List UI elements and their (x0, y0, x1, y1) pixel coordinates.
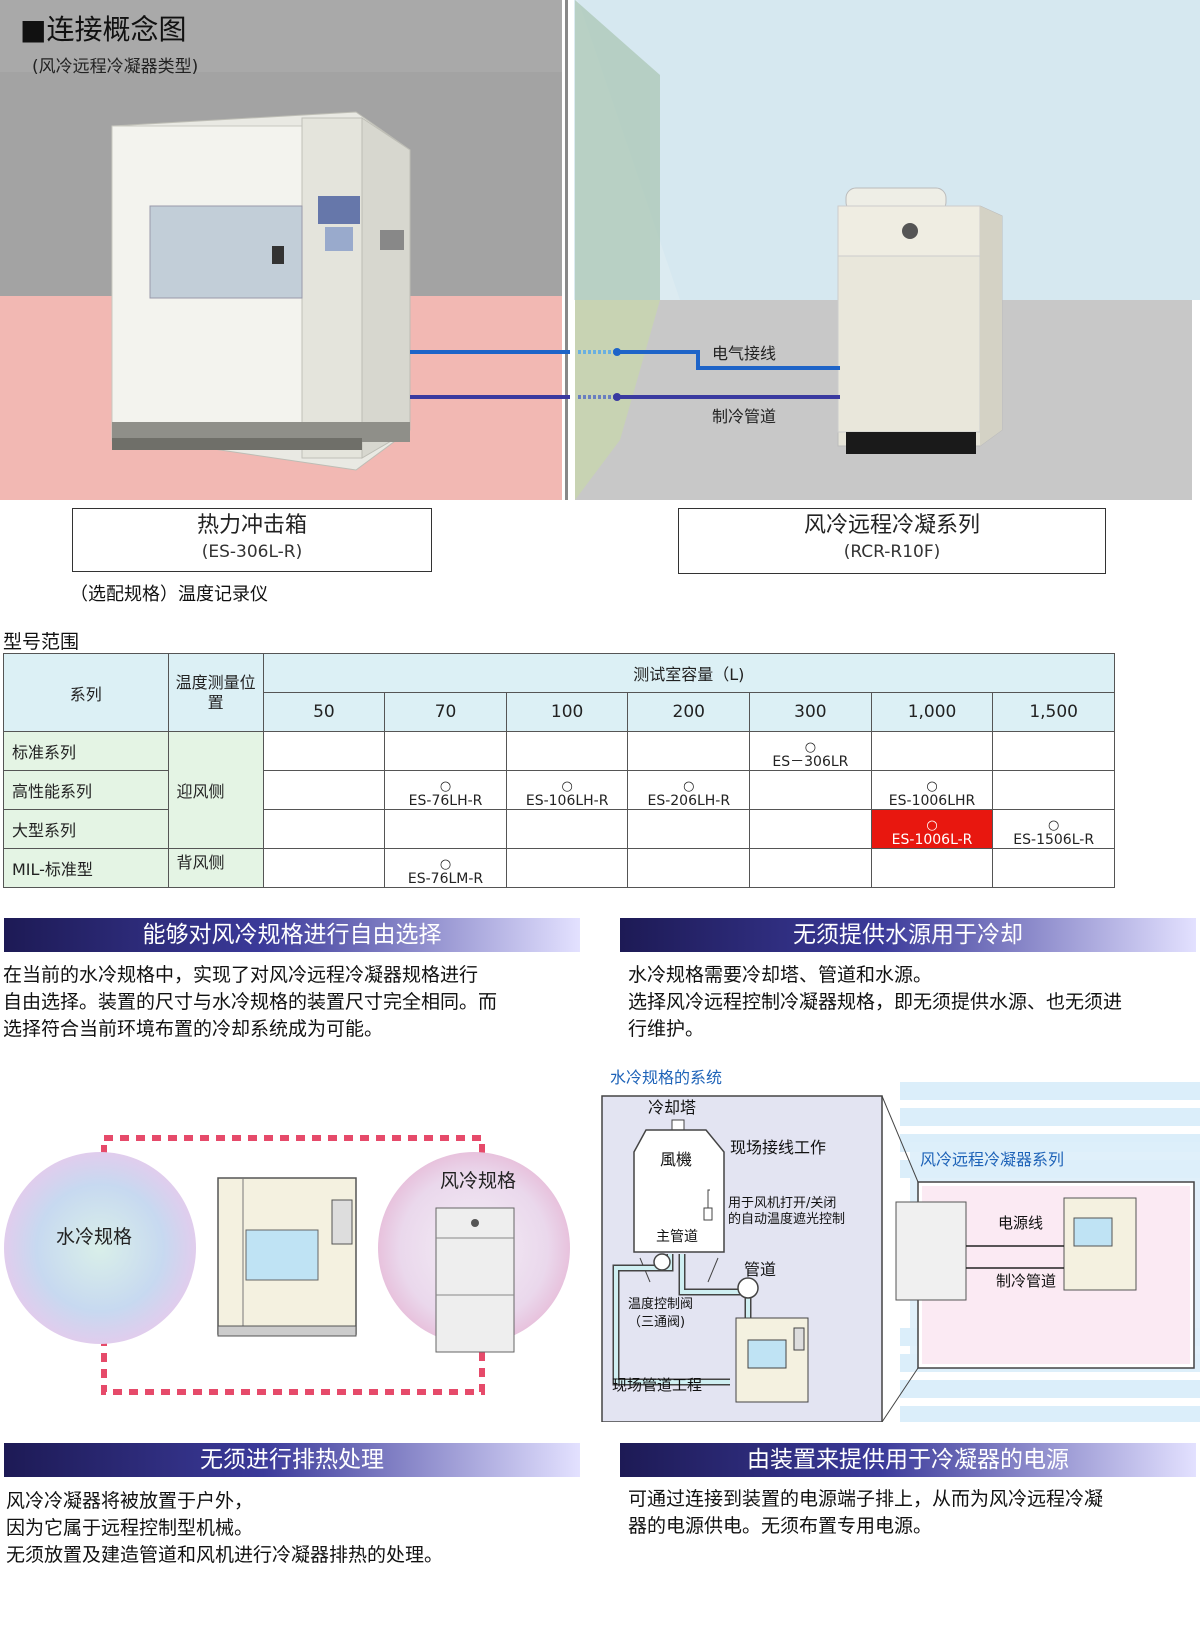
model-cell (505, 848, 629, 888)
section-header-no-water: 无须提供水源用于冷却 (620, 918, 1196, 952)
model-cell (992, 770, 1115, 810)
capacity-2: 100 (505, 692, 629, 732)
condenser-namebox: 风冷远程冷凝系列 (RCR-R10F) (678, 508, 1106, 574)
model-cell (627, 809, 751, 849)
air-cooled-label: 风冷规格 (440, 1170, 517, 1192)
model-cell: ○ES-76LM-R (384, 848, 507, 888)
model-cell (384, 809, 507, 849)
position-leeward: 背风侧 (167, 848, 264, 888)
page-subtitle: (风冷远程冷凝器类型) (32, 57, 199, 77)
thermal-shock-chamber-image (111, 111, 411, 471)
series-label: 大型系列 (3, 809, 169, 849)
position-windward: 迎风侧 (167, 731, 264, 849)
water-cooled-system-diagram (601, 1082, 1200, 1422)
series-label: 标准系列 (3, 731, 169, 771)
capacity-6: 1,500 (992, 692, 1115, 732)
section-header-free-selection: 能够对风冷规格进行自由选择 (4, 918, 580, 952)
section-text-no-water: 水冷规格需要冷却塔、管道和水源。选择风冷远程控制冷凝器规格，即无须提供水源、也无… (628, 964, 1123, 1040)
refrig-pipe-label: 制冷管道 (996, 1272, 1057, 1290)
field-wiring-label: 现场接线工作 (730, 1138, 827, 1157)
thermal-shock-name: 热力冲击箱 (196, 513, 307, 538)
model-cell (870, 731, 994, 771)
model-cell: ○ES-106LH-R (505, 770, 629, 810)
model-cell (992, 731, 1115, 771)
cooling-comparison-illustration (4, 1135, 570, 1395)
section-text-free-selection: 在当前的水冷规格中，实现了对风冷远程冷凝器规格进行自由选择。装置的尺寸与水冷规格… (3, 964, 498, 1040)
refrigerant-pipe-label: 制冷管道 (712, 407, 777, 426)
model-cell: ○ES-1506L-R (992, 809, 1115, 849)
section-text-no-heat-exhaust: 风冷冷凝器将被放置于户外，因为它属于远程控制型机械。无须放置及建造管道和风机进行… (6, 1490, 444, 1566)
model-cell (262, 809, 386, 849)
section-header-no-heat-exhaust: 无须进行排热处理 (4, 1443, 580, 1477)
field-piping-label: 现场管道工程 (612, 1376, 703, 1394)
series-label: MIL-标准型 (3, 848, 169, 888)
model-cell (262, 770, 386, 810)
header-capacity: 测试室容量（L) (262, 653, 1116, 693)
model-cell (384, 731, 507, 771)
chamber-drawing (217, 1177, 357, 1337)
model-cell (749, 848, 872, 888)
connection-scene (0, 0, 1200, 500)
thermal-shock-model: (ES-306L-R) (201, 542, 303, 562)
table-row: 标准系列迎风侧 ○ES－306LR (3, 731, 1115, 849)
power-line-label: 电源线 (998, 1214, 1044, 1232)
model-cell (505, 809, 629, 849)
cooling-tower-label: 冷却塔 (648, 1098, 697, 1117)
capacity-5: 1,000 (870, 692, 994, 732)
capacity-0: 50 (262, 692, 386, 732)
temp-valve-label: 温度控制阀（三通阀) (628, 1297, 694, 1330)
header-series: 系列 (3, 653, 169, 732)
model-cell: ○ES-206LH-R (627, 770, 751, 810)
model-cell: ○ES－306LR (749, 731, 872, 771)
table-row: 高性能系列 ○ES-76LH-R○ES-106LH-R○ES-206LH-R ○ES… (3, 770, 1115, 810)
air-cooled-condenser-image (837, 187, 1003, 454)
table-row: MIL-标准型背风侧 ○ES-76LM-R (3, 848, 1115, 888)
model-cell (262, 731, 386, 771)
fan-label: 風機 (660, 1150, 693, 1169)
model-cell: ○ES-1006LHR (870, 770, 994, 810)
air-series-label: 风冷远程冷凝器系列 (920, 1150, 1065, 1169)
model-cell (749, 770, 872, 810)
condenser-drawing (435, 1207, 515, 1353)
thermal-shock-namebox: 热力冲击箱 (ES-306L-R) (72, 508, 432, 572)
series-label: 高性能系列 (3, 770, 169, 810)
capacity-1: 70 (384, 692, 507, 732)
model-cell: ○ES-1006L-R (870, 809, 994, 849)
condenser-name: 风冷远程冷凝系列 (803, 513, 980, 538)
model-cell (505, 731, 629, 771)
model-cell (749, 809, 872, 849)
model-cell (262, 848, 386, 888)
section-text-power-supply: 可通过连接到装置的电源端子排上，从而为风冷远程冷凝器的电源供电。无须布置专用电源… (628, 1488, 1104, 1537)
model-cell (992, 848, 1115, 888)
capacity-4: 300 (749, 692, 872, 732)
section-header-power-supply: 由装置来提供用于冷凝器的电源 (620, 1443, 1196, 1477)
table-caption: 型号范围 (3, 631, 80, 653)
table-row: 大型系列 ○ES-1006L-R○ES-1506L-R (3, 809, 1115, 849)
capacity-3: 200 (627, 692, 751, 732)
condenser-model: (RCR-R10F) (843, 542, 941, 562)
header-position: 温度测量位置 (167, 653, 264, 732)
water-cooled-label: 水冷规格 (56, 1226, 133, 1248)
fan-control-label: 用于风机打开/关闭的自动温度遮光控制 (728, 1196, 846, 1227)
main-pipe-label: 主管道 (656, 1229, 698, 1245)
diagram-title: 水冷规格的系统 (610, 1068, 723, 1087)
pipe-label: 管道 (744, 1260, 777, 1279)
model-cell: ○ES-76LH-R (384, 770, 507, 810)
option-note: （选配规格）温度记录仪 (70, 584, 268, 605)
model-cell (627, 731, 751, 771)
electric-wiring-label: 电气接线 (712, 344, 777, 363)
model-cell (627, 848, 751, 888)
page-title: ■连接概念图 (20, 13, 187, 46)
model-cell (870, 848, 994, 888)
